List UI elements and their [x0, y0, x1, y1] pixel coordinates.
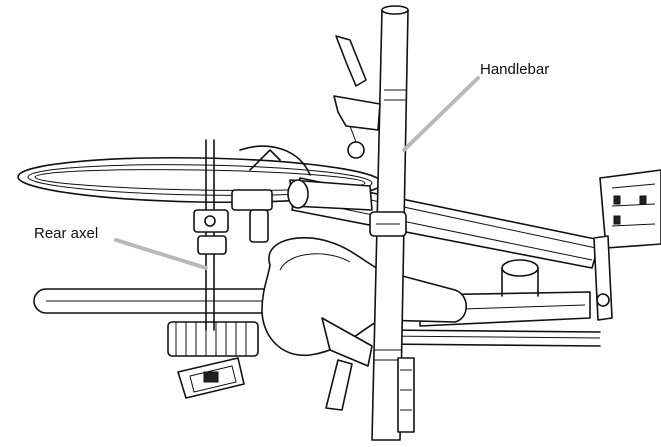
- stem: [287, 179, 373, 211]
- seat-post: [501, 259, 539, 297]
- handlebar-tube: [369, 5, 409, 441]
- fork-area: [231, 145, 311, 243]
- handlebar-label: Handlebar: [480, 61, 549, 78]
- handlebar-leader-line: [402, 76, 480, 152]
- rear-pedal: [177, 357, 245, 399]
- lower-brake-lever: [321, 317, 373, 411]
- front-pedal: [599, 169, 661, 249]
- lower-grip: [397, 357, 415, 433]
- rear-axel-label: Rear axel: [34, 225, 98, 242]
- upper-brake-lever: [333, 35, 381, 159]
- crank-arm: [593, 235, 613, 321]
- rear-cassette: [167, 321, 259, 357]
- rear-axel-leader-line: [114, 238, 208, 270]
- rear-axel-assembly: [193, 139, 229, 331]
- saddle: [261, 237, 468, 356]
- chain: [379, 329, 601, 347]
